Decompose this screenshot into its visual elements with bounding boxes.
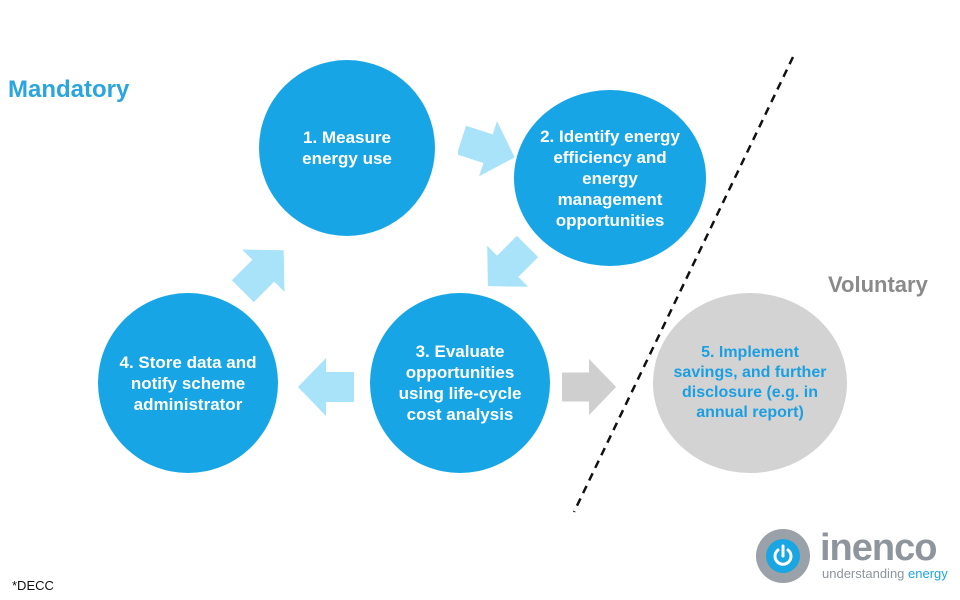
voluntary-label: Voluntary bbox=[828, 272, 928, 297]
arrow-step3-to-step5 bbox=[561, 358, 617, 416]
logo-tagline-part1: understanding bbox=[822, 566, 905, 581]
step-4-text: 4. Store data and notify scheme administ… bbox=[119, 352, 257, 414]
step-1-circle: 1. Measure energy use bbox=[259, 60, 435, 236]
step-3-circle: 3. Evaluate opportunities using life-cyc… bbox=[370, 293, 550, 473]
step-4-circle: 4. Store data and notify scheme administ… bbox=[98, 293, 278, 473]
logo-wordmark: inenco bbox=[820, 527, 937, 569]
logo-tagline: understanding energy bbox=[822, 567, 948, 581]
step-5-text: 5. Implement savings, and further disclo… bbox=[673, 344, 827, 421]
arrow-step2-to-step3 bbox=[487, 236, 538, 287]
mandatory-voluntary-divider bbox=[572, 56, 795, 513]
step-2-circle: 2. Identify energy efficiency and energy… bbox=[514, 90, 706, 266]
logo-tagline-part2: energy bbox=[908, 566, 948, 581]
arrow-step3-to-step4 bbox=[298, 358, 354, 416]
step-5-circle: 5. Implement savings, and further disclo… bbox=[653, 293, 847, 473]
step-3-text: 3. Evaluate opportunities using life-cyc… bbox=[398, 342, 522, 424]
source-note: *DECC bbox=[12, 578, 54, 593]
logo-power-icon bbox=[766, 539, 800, 573]
mandatory-label: Mandatory bbox=[8, 76, 130, 103]
arrow-step1-to-step2 bbox=[458, 121, 515, 177]
inenco-logo: inenco understanding energy bbox=[752, 525, 952, 585]
arrow-step4-to-step1 bbox=[232, 249, 285, 302]
step-1-text: 1. Measure energy use bbox=[302, 128, 392, 168]
step-2-text: 2. Identify energy efficiency and energy… bbox=[540, 126, 680, 230]
